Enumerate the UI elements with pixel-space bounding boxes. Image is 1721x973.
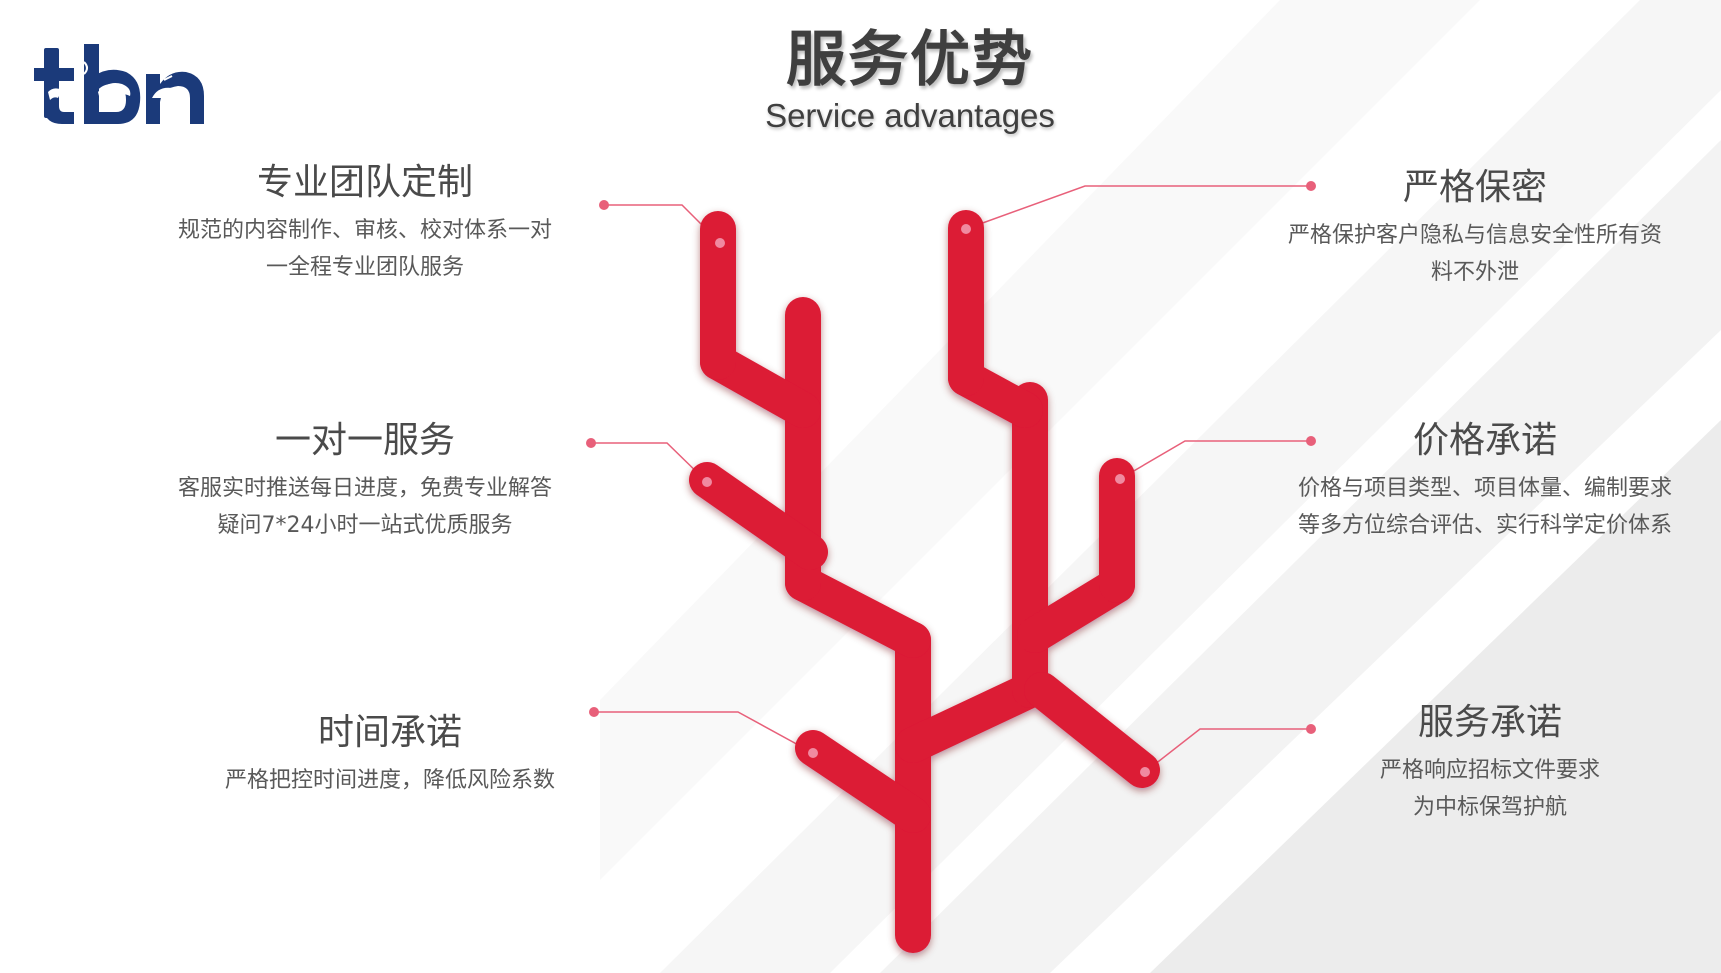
dot-team [599, 200, 609, 210]
feature-team-title: 专业团队定制 [256, 162, 473, 203]
feature-service-desc-line1: 严格响应招标文件要求 [1379, 758, 1600, 783]
tip-dot-secret [961, 224, 971, 234]
stripe-2 [880, 140, 1721, 973]
dot-price [1306, 436, 1316, 446]
dot-one-on-one [586, 438, 596, 448]
logo [34, 44, 204, 124]
feature-time-desc-line1: 严格把控时间进度，降低风险系数 [224, 768, 555, 793]
dot-service [1306, 724, 1316, 734]
stripe-1 [1150, 420, 1721, 973]
feature-one-on-one-desc-line1: 客服实时推送每日进度，免费专业解答 [177, 476, 552, 501]
feature-price-desc-line1: 价格与项目类型、项目体量、编制要求 [1297, 476, 1672, 501]
connector-time [594, 711, 814, 754]
feature-price-desc-line2: 等多方位综合评估、实行科学定价体系 [1297, 513, 1672, 538]
feature-one-on-one-title: 一对一服务 [274, 420, 455, 461]
feature-team-desc-line2: 一全程专业团队服务 [265, 255, 464, 280]
tip-dot-one-on-one [702, 477, 712, 487]
feature-secret-desc-line2: 料不外泄 [1430, 260, 1519, 285]
feature-secret-desc-line1: 严格保护客户隐私与信息安全性所有资 [1287, 223, 1662, 248]
feature-one-on-one: 一对一服务 客服实时推送每日进度，免费专业解答 疑问7*24小时一站式优质服务 [150, 418, 580, 544]
dot-secret [1306, 181, 1316, 191]
feature-one-on-one-desc-line2: 疑问7*24小时一站式优质服务 [217, 513, 513, 538]
branch-left-lower [795, 730, 931, 833]
branch-right-lower [1024, 672, 1160, 788]
feature-secret-title: 严格保密 [1402, 167, 1547, 208]
branch-right-mid [895, 672, 1048, 763]
page-title: 服务优势 [786, 25, 1034, 95]
feature-team-desc-line1: 规范的内容制作、审核、校对体系一对 [177, 218, 552, 243]
feature-service-title: 服务承诺 [1417, 702, 1562, 743]
tip-dot-price [1115, 474, 1125, 484]
feature-time-title: 时间承诺 [317, 712, 462, 753]
connector-secret [965, 185, 1311, 230]
feature-time: 时间承诺 严格把控时间进度，降低风险系数 [190, 710, 590, 799]
feature-secret: 严格保密 严格保护客户隐私与信息安全性所有资 料不外泄 [1265, 165, 1685, 291]
feature-service-desc-line2: 为中标保驾护航 [1412, 795, 1567, 820]
branch-left-mid [785, 565, 931, 658]
tip-dot-team [715, 238, 725, 248]
feature-price-title: 价格承诺 [1412, 420, 1557, 461]
feature-service: 服务承诺 严格响应招标文件要求 为中标保驾护航 [1320, 700, 1660, 826]
branch-left-twig [689, 462, 828, 570]
connector-service [1144, 728, 1311, 773]
feature-team: 专业团队定制 规范的内容制作、审核、校对体系一对 一全程专业团队服务 [150, 160, 580, 286]
feature-price: 价格承诺 价格与项目类型、项目体量、编制要求 等多方位综合评估、实行科学定价体系 [1275, 418, 1695, 544]
connector-price [1119, 440, 1311, 480]
dot-time [589, 707, 599, 717]
tip-dot-service [1140, 767, 1150, 777]
tip-dot-time [808, 748, 818, 758]
page-subtitle: Service advantages [765, 97, 1055, 134]
